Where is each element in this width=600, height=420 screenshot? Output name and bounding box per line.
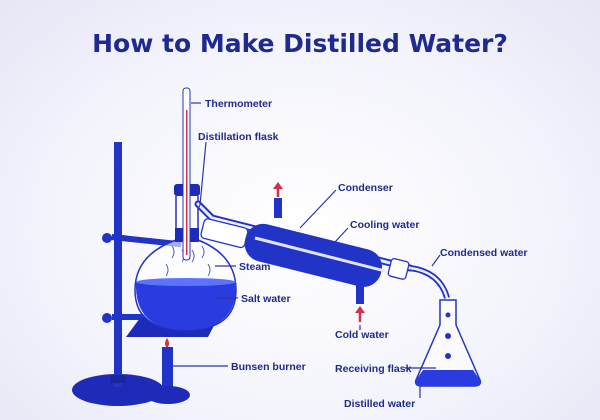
leader-lines (173, 102, 441, 398)
label-condensed-water: Condensed water (440, 247, 528, 259)
thermometer (182, 87, 191, 261)
receiving-flask (414, 299, 482, 387)
label-cooling-water: Cooling water (350, 219, 419, 231)
label-condenser: Condenser (338, 182, 393, 194)
label-bunsen-burner: Bunsen burner (231, 361, 306, 373)
page-title: How to Make Distilled Water? (92, 29, 508, 58)
label-distillation-flask: Distillation flask (198, 131, 279, 143)
retort-stand (72, 142, 182, 406)
label-thermometer: Thermometer (205, 98, 272, 110)
condenser (194, 198, 450, 304)
bunsen-burner (146, 338, 190, 404)
label-salt-water: Salt water (241, 293, 291, 305)
label-distilled-water: Distilled water (344, 398, 415, 410)
distillation-flask (134, 184, 237, 331)
label-cold-water: Cold water (335, 329, 389, 341)
label-receiving-flask: Receiving flask (335, 363, 412, 375)
label-steam: Steam (239, 261, 271, 273)
water-flow-arrows (273, 182, 365, 322)
